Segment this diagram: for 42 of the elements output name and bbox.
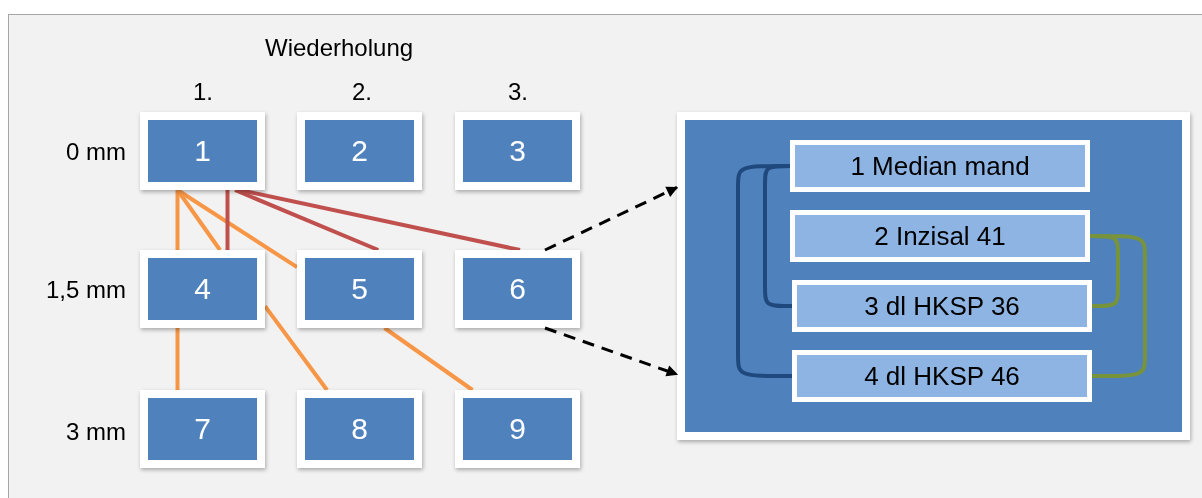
- box-number: 6: [509, 272, 526, 306]
- connector-line: [234, 188, 380, 252]
- connector-line: [239, 188, 521, 252]
- item-label: 1 Median mand: [850, 150, 1030, 182]
- box-number: 3: [509, 134, 526, 168]
- number-box: [140, 390, 265, 468]
- box-number: 9: [509, 412, 526, 446]
- item-label: 4 dl HKSP 46: [864, 360, 1020, 392]
- column-label: 3.: [508, 78, 528, 106]
- row-label: 0 mm: [66, 138, 126, 166]
- connector-line: [736, 164, 792, 378]
- number-box: [455, 250, 580, 328]
- number-box: [297, 390, 422, 468]
- number-box: [297, 112, 422, 190]
- container-box: [677, 112, 1190, 440]
- box-number: 1: [194, 134, 211, 168]
- column-heading: Wiederholung: [265, 34, 414, 62]
- number-box: [297, 250, 422, 328]
- item-label: 3 dl HKSP 36: [864, 290, 1020, 322]
- number-box: [455, 390, 580, 468]
- list-item-box: [790, 210, 1090, 262]
- connector-line: [175, 190, 180, 250]
- connector-line: [175, 328, 180, 390]
- number-box: [140, 250, 265, 328]
- list-item-box: [792, 350, 1092, 402]
- connector-line: [383, 326, 474, 392]
- row-label: 3 mm: [66, 418, 126, 446]
- number-box: [140, 112, 265, 190]
- box-number: 2: [351, 134, 368, 168]
- column-label: 2.: [352, 78, 372, 106]
- box-number: 5: [351, 272, 368, 306]
- connector-line: [225, 190, 230, 250]
- box-number: 8: [351, 412, 368, 446]
- box-number: 4: [194, 272, 211, 306]
- number-box: [455, 112, 580, 190]
- connector-line: [1090, 234, 1147, 378]
- list-item-box: [792, 280, 1092, 332]
- item-label: 2 Inzisal 41: [874, 220, 1006, 252]
- column-label: 1.: [193, 78, 213, 106]
- list-item-box: [790, 140, 1090, 192]
- row-label: 1,5 mm: [46, 276, 126, 304]
- box-number: 7: [194, 412, 211, 446]
